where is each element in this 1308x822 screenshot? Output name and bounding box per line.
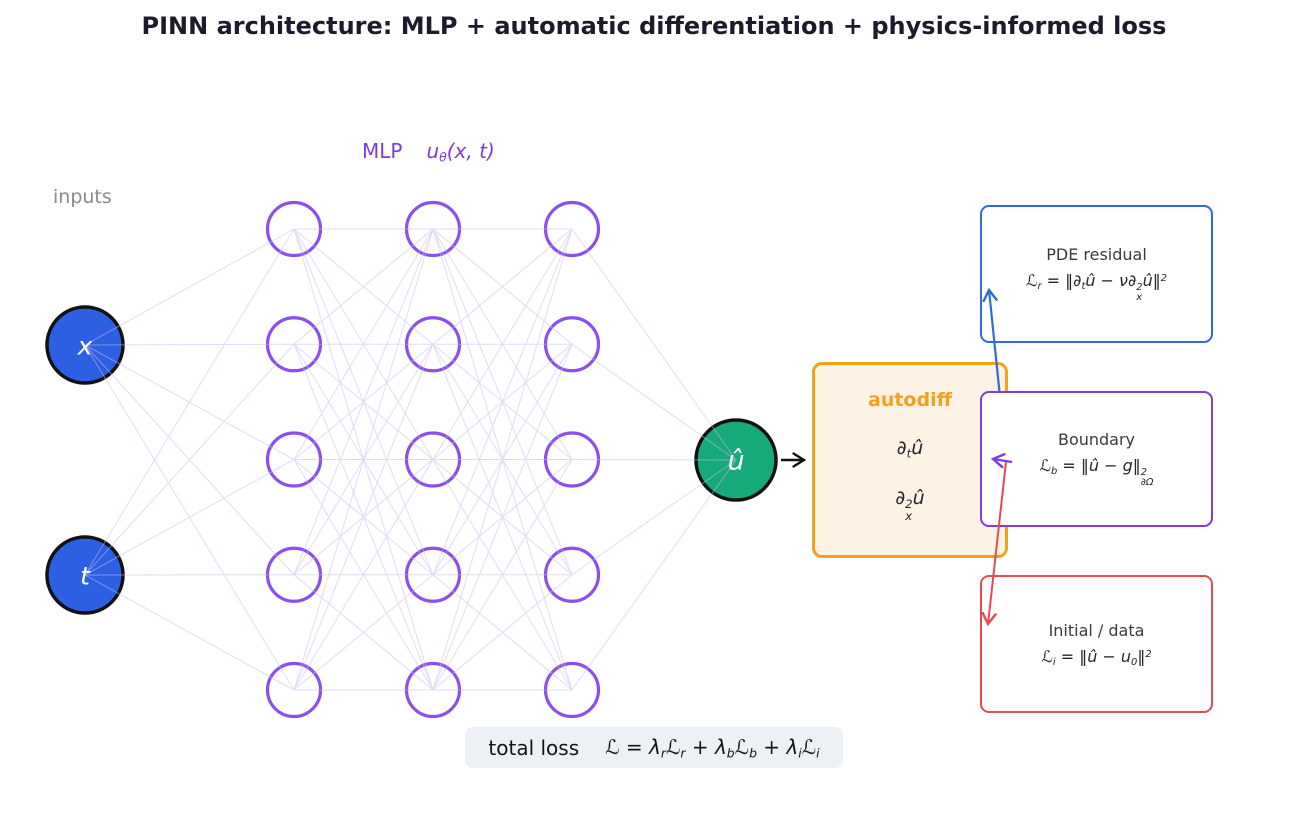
connection-line [432, 228, 573, 460]
inputs-label: inputs [53, 186, 112, 208]
boundary-title: Boundary [1057, 429, 1136, 449]
connection-line [571, 459, 737, 691]
connection-line [293, 459, 434, 576]
total-loss-label: total loss [488, 735, 580, 760]
connection-line [432, 343, 573, 460]
connection-line [84, 343, 295, 576]
network-nodes [45, 200, 778, 719]
total-loss-pill: total loss ℒ = λrℒr + λbℒb + λiℒi [465, 727, 843, 768]
output-node [694, 418, 778, 502]
connection-line [432, 574, 573, 691]
connection-lines [84, 228, 737, 691]
connection-line [571, 459, 737, 576]
connection-line [432, 228, 573, 691]
pde-residual-title: PDE residual [1046, 244, 1147, 264]
connection-line [293, 459, 434, 576]
connection-line [84, 574, 295, 691]
connection-line [293, 343, 434, 576]
connection-line [293, 574, 434, 691]
connection-line [432, 459, 573, 691]
total-loss-formula: ℒ = λrℒr + λbℒb + λiℒi [605, 734, 820, 761]
connection-line [293, 459, 434, 691]
connection-line [293, 344, 434, 691]
connection-line [432, 228, 573, 575]
connection-line [293, 228, 434, 575]
connection-line [293, 343, 434, 576]
hidden-node [265, 316, 323, 373]
connection-line [293, 228, 434, 460]
connection-line [293, 343, 434, 460]
connection-line [432, 574, 573, 691]
connection-line [432, 344, 573, 691]
connection-line [432, 228, 573, 460]
hidden-node [404, 661, 462, 719]
boundary-formula: ℒb = ‖û − g‖2∂Ω [1039, 455, 1154, 488]
connection-line [432, 459, 573, 691]
connection-line [84, 343, 295, 346]
connection-line [432, 228, 573, 575]
connection-line [293, 228, 434, 691]
connection-line [571, 228, 737, 461]
connection-line [432, 459, 573, 576]
connection-line [293, 343, 434, 460]
mlp-function: uθ(x, t) [426, 139, 495, 165]
connection-line [432, 344, 573, 691]
hidden-node [543, 546, 601, 603]
connection-line [293, 459, 434, 691]
hidden-node [265, 431, 323, 488]
input-node [45, 305, 125, 385]
autodiff-derivative-t: ∂tû [896, 437, 924, 461]
hidden-node [265, 200, 323, 258]
connection-line [432, 343, 573, 460]
connection-line [84, 344, 295, 460]
connection-line [293, 228, 434, 691]
output-node-label: û [727, 446, 744, 477]
connection-line [571, 343, 737, 461]
hidden-node [404, 200, 462, 258]
connection-line [293, 228, 434, 460]
connection-line [84, 344, 295, 576]
initial-data-formula: ℒi = ‖û − u0‖2 [1041, 646, 1152, 668]
connection-line [84, 228, 295, 576]
connection-line [84, 344, 295, 691]
initial-data-title: Initial / data [1048, 620, 1145, 640]
connection-line [293, 574, 434, 691]
boundary-box: Boundary ℒb = ‖û − g‖2∂Ω [980, 391, 1213, 527]
hidden-node [543, 200, 601, 258]
hidden-node [543, 316, 601, 373]
mlp-label: MLP uθ(x, t) [362, 139, 495, 165]
hidden-node [265, 546, 323, 603]
diagram-title: PINN architecture: MLP + automatic diffe… [141, 12, 1167, 40]
hidden-node [543, 431, 601, 488]
connection-line [432, 343, 573, 576]
initial-data-box: Initial / data ℒi = ‖û − u0‖2 [980, 575, 1213, 713]
connection-line [293, 228, 434, 345]
connection-line [293, 344, 434, 691]
autodiff-title: autodiff [868, 389, 952, 411]
connection-line [432, 228, 573, 345]
hidden-node [543, 661, 601, 719]
connection-line [84, 459, 295, 576]
hidden-node [404, 431, 462, 488]
connection-line [293, 228, 434, 575]
hidden-node [265, 661, 323, 719]
input-node-label: x [77, 332, 93, 361]
input-node-label: t [80, 562, 91, 591]
connection-line [571, 459, 737, 461]
connection-line [432, 459, 573, 576]
connection-line [432, 228, 573, 345]
input-node [45, 535, 125, 615]
connection-line [84, 228, 295, 346]
hidden-node [404, 316, 462, 373]
connection-line [432, 228, 573, 691]
connection-line [293, 228, 434, 345]
connection-line [432, 343, 573, 576]
hidden-node [404, 546, 462, 603]
mlp-text: MLP [362, 139, 403, 163]
